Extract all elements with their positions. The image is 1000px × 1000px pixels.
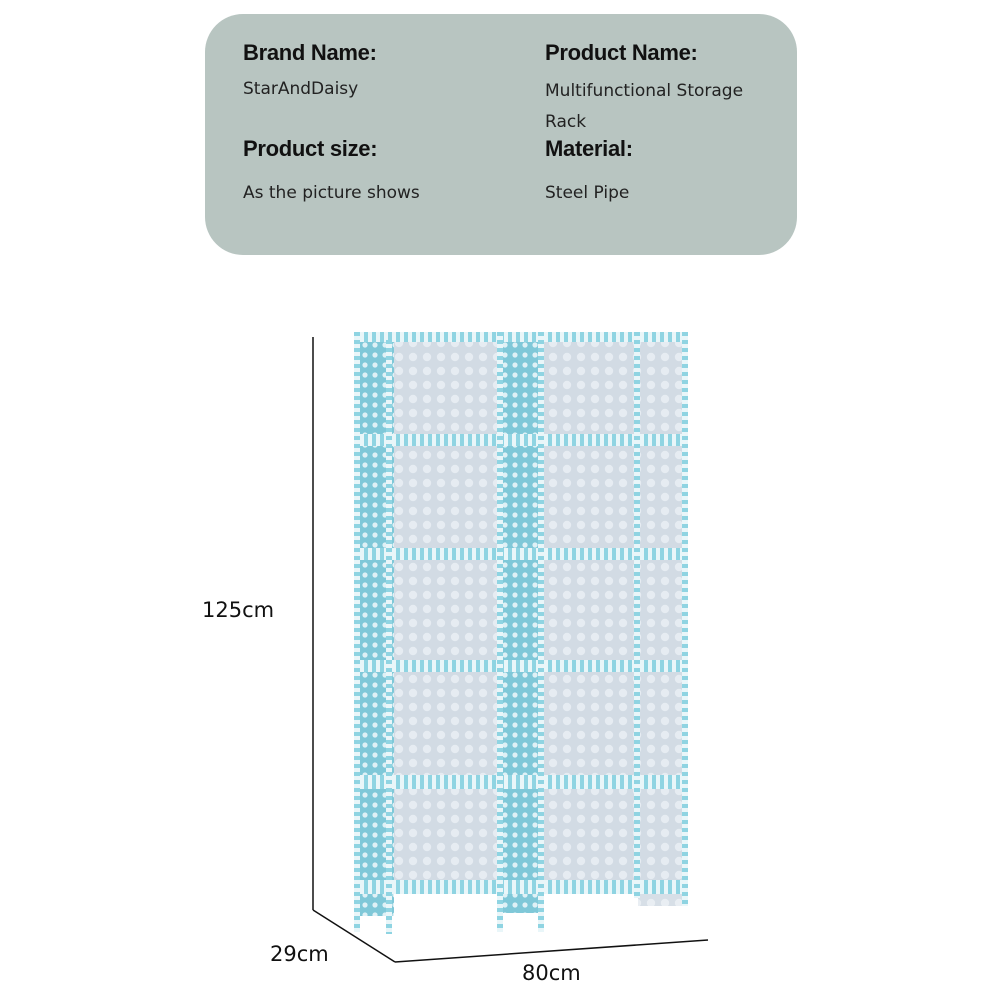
brand-name-label: Brand Name: — [243, 40, 377, 65]
height-dimension-label: 125cm — [202, 598, 275, 622]
rack-right-side-panel — [638, 336, 684, 906]
product-size-label: Product size: — [243, 136, 378, 161]
product-name-value-line1: Multifunctional Storage — [545, 81, 744, 101]
rack-shelves — [356, 332, 686, 894]
depth-dimension-label: 29cm — [270, 942, 329, 966]
brand-name-value: StarAndDaisy — [243, 79, 359, 99]
product-name-value-line2: Rack — [545, 112, 587, 132]
width-dimension-label: 80cm — [522, 961, 581, 985]
material-value: Steel Pipe — [545, 183, 630, 203]
product-name-label: Product Name: — [545, 40, 698, 65]
rack-middle-divider — [501, 338, 541, 913]
dimension-lines — [312, 337, 709, 963]
rack-posts — [354, 332, 688, 934]
product-info-card — [205, 14, 797, 255]
product-size-value: As the picture shows — [243, 183, 420, 203]
material-label: Material: — [545, 136, 633, 161]
